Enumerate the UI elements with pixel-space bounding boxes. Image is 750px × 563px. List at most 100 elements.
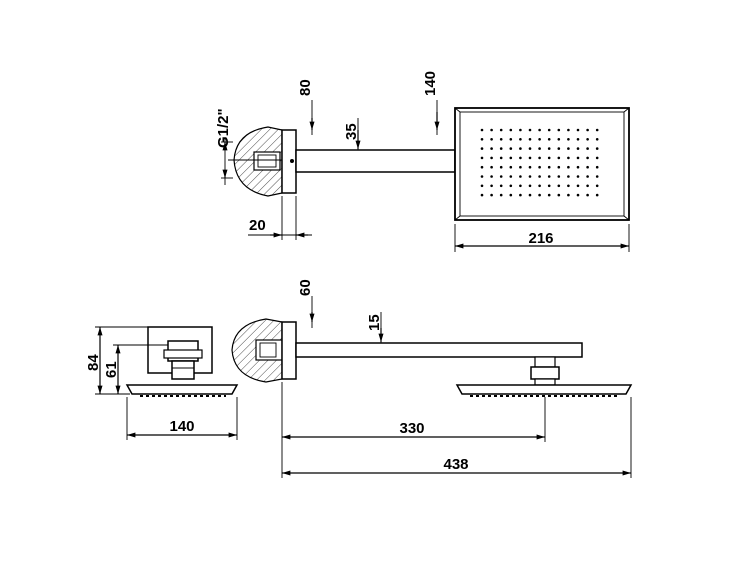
dim-61: 61 [103, 361, 120, 378]
nozzle-dot [595, 128, 599, 132]
nozzle-dot [480, 128, 484, 132]
nozzle-dot [528, 147, 532, 150]
nozzle-dot [509, 193, 513, 197]
nozzle-dot [547, 175, 551, 178]
nozzle-dot [490, 184, 493, 188]
nozzle-dot [547, 156, 551, 160]
nozzle-dot [557, 184, 561, 188]
nozzle-dot [586, 156, 589, 160]
nozzle-dot [519, 193, 522, 197]
nozzle-dot [490, 138, 493, 141]
nozzle-dot [538, 128, 541, 132]
nozzle-dot [595, 184, 599, 188]
nozzle-dot [595, 175, 599, 178]
nozzle-dot [547, 128, 551, 132]
dim-438: 438 [443, 456, 468, 473]
nozzle-dot [576, 184, 580, 188]
shower-head-side [455, 384, 633, 395]
top-view: G1/2" 80 35 140 20 216 [215, 71, 630, 252]
nozzle-dot [509, 184, 513, 188]
nozzle-dot [499, 165, 503, 169]
nozzle-dot [528, 128, 532, 132]
dim-60: 60 [297, 279, 314, 296]
dim-80: 80 [297, 79, 314, 96]
nozzle-dot [538, 156, 541, 160]
nozzle-dot [547, 138, 551, 141]
nozzle-dot [499, 175, 503, 178]
nozzle-dot [480, 175, 484, 178]
nozzle-dot [576, 147, 580, 150]
dim-20: 20 [249, 217, 266, 234]
dim-140-front: 140 [169, 418, 194, 435]
nozzle-dot [519, 128, 522, 132]
nozzle-dot [538, 193, 541, 197]
nozzle-dot [557, 128, 561, 132]
nozzle-dot [576, 165, 580, 169]
nozzle-dot [499, 128, 503, 132]
nozzle-dot [586, 147, 589, 150]
nozzle-dot [567, 138, 570, 141]
nozzle-dot [538, 184, 541, 188]
nozzle-grid [480, 128, 599, 197]
nozzle-dot [547, 184, 551, 188]
dim-thread: G1/2" [215, 108, 232, 148]
nozzle-dot [567, 193, 570, 197]
nozzle-dot [538, 138, 541, 141]
nozzle-dot [557, 147, 561, 150]
nozzle-dot [586, 128, 589, 132]
nozzle-dot [557, 156, 561, 160]
nozzle-dot [576, 156, 580, 160]
dim-35: 35 [343, 123, 360, 140]
nozzle-dot [567, 147, 570, 150]
front-view: 84 61 140 [85, 326, 239, 440]
shower-head-front [125, 384, 239, 395]
nozzle-dot [538, 165, 541, 169]
nozzle-dot [586, 193, 589, 197]
nozzle-dot [586, 138, 589, 141]
nozzle-dot [547, 165, 551, 169]
nozzle-dot [576, 138, 580, 141]
nozzle-dot [557, 175, 561, 178]
nozzle-dot [567, 128, 570, 132]
nozzle-dot [490, 128, 493, 132]
dim-15: 15 [366, 314, 383, 331]
nozzle-dot [490, 165, 493, 169]
nozzle-dot [528, 184, 532, 188]
nozzle-dot [595, 156, 599, 160]
nozzle-dot [557, 138, 561, 141]
nozzle-dot [547, 147, 551, 150]
nozzle-dot [528, 138, 532, 141]
nozzle-dot [490, 175, 493, 178]
nozzle-dot [509, 128, 513, 132]
nozzle-dot [576, 193, 580, 197]
nozzle-dot [499, 193, 503, 197]
nozzle-dot [567, 184, 570, 188]
nozzle-dot [528, 175, 532, 178]
dim-330: 330 [399, 420, 424, 437]
nozzle-dot [595, 138, 599, 141]
dim-140-top: 140 [422, 71, 439, 96]
nozzle-dot [557, 165, 561, 169]
nozzle-dot [567, 175, 570, 178]
nozzle-dot [499, 156, 503, 160]
nozzle-dot [499, 147, 503, 150]
nozzle-dot [519, 138, 522, 141]
nozzle-dot [519, 147, 522, 150]
nozzle-dot [519, 156, 522, 160]
side-view: 60 15 330 438 [231, 279, 633, 478]
nozzle-dot [528, 193, 532, 197]
nozzle-dot [519, 165, 522, 169]
nozzle-dot [586, 165, 589, 169]
nozzle-dot [567, 165, 570, 169]
nozzle-dot [586, 184, 589, 188]
nozzle-dot [576, 128, 580, 132]
nozzle-dot [480, 193, 484, 197]
nozzle-dot [538, 147, 541, 150]
nozzle-dot [480, 138, 484, 141]
nozzle-dot [509, 165, 513, 169]
nozzle-dot [509, 138, 513, 141]
nozzle-dot [586, 175, 589, 178]
nozzle-dot [519, 175, 522, 178]
nozzle-dot [576, 175, 580, 178]
nozzle-dot [509, 147, 513, 150]
